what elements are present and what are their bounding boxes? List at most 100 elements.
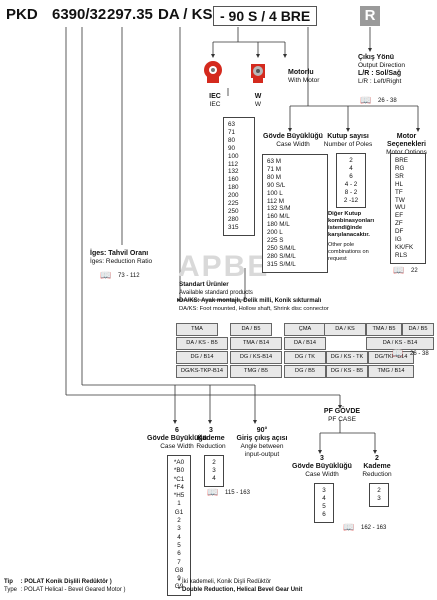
iec-label: IEC [209,93,221,100]
list-item: 2 [377,487,381,494]
code-ratio-value: 297.35 [107,6,153,23]
stage6-header: 6 Gövde Büyüklüğü Case Width [145,427,209,451]
tip-value: : POLAT Konik Dişlili Redüktör ) [20,579,112,585]
standard-title-tr: Standart Ürünler [179,281,229,288]
angle-num: 90° [256,427,268,434]
list-item: 7 [177,558,181,566]
pf-header: PF GÖVDE PF CASE [312,408,372,424]
poles-note-en: Other pole combinations on request [328,242,369,262]
poles-header: Kutup sayısı Number of Poles [320,133,376,149]
standard-title-en: Available standard products [179,290,253,296]
list-item: 5 [322,502,326,510]
product-cell: DG / KS-B14 [230,351,282,364]
w-label-en: W [254,101,262,108]
standard-block: Standart Ürünler Available standard prod… [179,281,379,313]
stage3-pages: 115 - 163 [225,490,250,496]
list-item: 5 [177,541,181,549]
iec-case-width-list: 63 71 80 90 100 112 132 160 180 200 225 … [223,117,255,236]
angle-block: 90° Giriş çıkış açısı Angle between inpu… [232,427,292,459]
product-cell: DG / B14 [176,351,228,364]
pf-reduction-num: 2 [375,455,379,462]
pf-case-list: 3 4 5 6 [314,483,334,523]
list-item: *H5 [173,492,185,500]
motor-block: Motorlu With Motor [288,69,319,85]
iec-label-en: IEC [209,101,221,108]
list-item: *C1 [173,475,185,483]
list-item: *A0 [173,459,185,466]
poles-note-tr: Diğer Kutup kombinasyonları istendiğinde… [328,211,375,238]
w-motor-icon [251,64,265,83]
stage3-num: 3 [209,427,213,434]
pf-reduction-en: Reduction [362,471,392,478]
ratio-tr: İges: Tahvil Oranı [90,250,149,257]
motor-options-list: BRE RG SR HL TF TW WU EF ZF DF IG KK/FK … [390,153,426,264]
code-ratio: 6390/32 [52,6,107,23]
note-en: * Double Reduction, Helical Bevel Gear U… [178,587,303,593]
product-cell: DA / KS - B14 [366,337,434,350]
poles-tr: Kutup sayısı [327,133,369,140]
list-item: 2 -12 [343,196,359,204]
standard-pages: 26 - 38 [410,351,429,357]
ratio-en: İges: Reduction Ratio [90,258,153,265]
list-item: 4 [177,533,181,541]
motor-tr: Motorlu [288,69,314,76]
stage6-num: 6 [175,427,179,434]
product-cell: DG/TKP-B14 [368,351,414,364]
list-item: 315 [228,223,239,231]
stage3-list: 2 3 4 [204,455,224,487]
list-item: TW [395,196,405,204]
list-item: 8 - 2 [344,188,358,196]
list-item: 4 [322,494,326,502]
list-item: 225 [228,200,239,208]
list-item: 63 [228,121,236,128]
list-item: ZF [395,220,403,228]
product-cell: DA / KS - B5 [176,337,228,350]
stage3-en: Reduction [196,443,226,450]
list-item: 4 [212,474,216,482]
tip-label: Tip [4,579,13,585]
output-direction-tr: Çıkış Yönü [358,54,395,61]
pf-case-en: Case Width [305,471,339,478]
list-item: 6 [349,172,353,180]
output-direction-options-en: L/R : Left/Right [358,78,402,85]
product-cell: DA / KS [324,323,366,336]
case-width-en: Case Width [276,141,310,148]
list-item: 6 [322,510,326,518]
list-item: 2 [212,459,216,466]
list-item: 280 [228,215,239,223]
pf-reduction-header: 2 Kademe Reduction [357,455,397,479]
product-cell: DG / KS - TK [326,351,368,364]
list-item: 4 - 2 [344,180,358,188]
code-r: R [360,6,380,26]
motor-options-tr: Motor Seçenekleri [387,133,426,148]
watermark: APBE [178,250,270,283]
motor-options-pages: 22 [411,268,418,274]
motor-options-header: Motor Seçenekleri Motor Options [378,133,435,157]
product-cell: TMA [176,323,218,336]
pf-en: PF CASE [328,416,356,423]
list-item: 4 [349,164,353,172]
list-item: 6 [177,550,181,558]
list-item: HL [395,180,404,188]
product-cell: TMG / B5 [230,365,282,378]
ratio-block: İges: Tahvil Oranı İges: Reduction Ratio [90,250,152,266]
list-item: 63 M [267,158,281,165]
w-label-block: W W [252,93,264,109]
list-item: 80 M [267,173,281,181]
output-direction-en: Output Direction [358,62,405,69]
list-item: *B0 [173,467,185,475]
list-item: 90 S/L [267,181,286,189]
list-item: 80 [228,136,236,144]
list-item: G1 [174,508,184,516]
standard-daks-en: DA/KS: Foot mounted, Hollow shaft, Shrin… [179,306,329,312]
pf-case-num: 3 [320,455,324,462]
list-item: 71 M [267,165,281,173]
product-cell: ÇMA [284,323,326,336]
list-item: 3 [322,487,326,494]
list-item: 315 S/M/L [267,260,296,268]
product-cell: DG / KS - B5 [326,365,368,378]
type-label: Type [4,587,18,593]
list-item: 225 S [267,237,284,245]
product-cell: DG/KS-TKP-B14 [176,365,228,378]
book-icon: 📖 [393,265,405,275]
